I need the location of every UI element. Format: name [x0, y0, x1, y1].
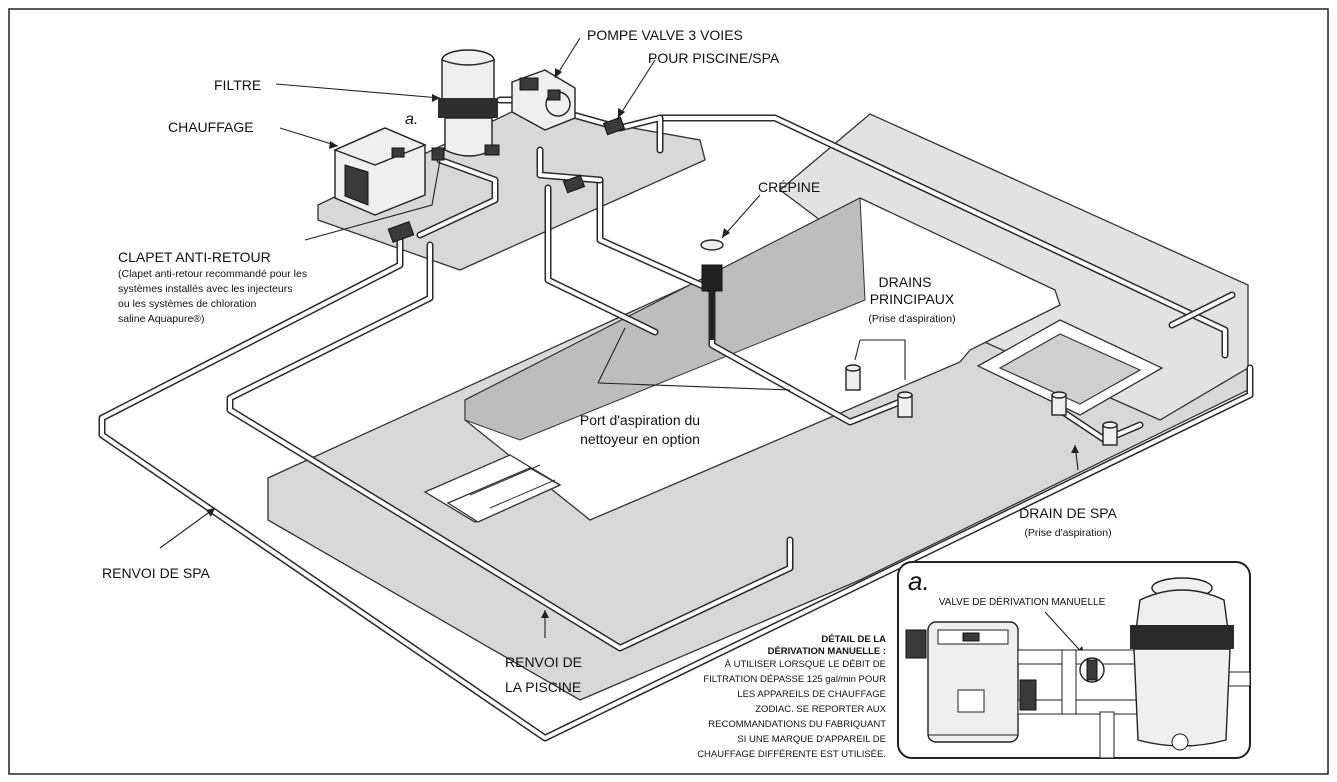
label-chauffage: CHAUFFAGE	[168, 119, 254, 135]
label-crepine: CRÉPINE	[758, 179, 820, 195]
detail-line-6: SI UNE MARQUE D'APPAREIL DE	[737, 734, 886, 745]
filter	[438, 49, 500, 157]
detail-pipes	[1017, 649, 1251, 759]
detail-title-2: DÉRIVATION MANUELLE :	[768, 646, 886, 657]
label-clapet-title: CLAPET ANTI-RETOUR	[118, 249, 271, 265]
callout-pompe: POMPE VALVE 3 VOIES POUR PISCINE/SPA	[587, 27, 780, 66]
detail-heater	[905, 621, 1019, 743]
pipe-fittings	[387, 116, 626, 243]
label-renvoi-spa: RENVOI DE SPA	[102, 565, 211, 581]
label-filtre: FILTRE	[214, 77, 261, 93]
callout-drain-spa: DRAIN DE SPA (Prise d'aspiration)	[1019, 505, 1117, 539]
detail-line-3: LES APPAREILS DE CHAUFFAGE	[737, 689, 886, 700]
detail-line-5: RECOMMANDATIONS DU FABRIQUANT	[708, 719, 886, 730]
label-pompe-line2: POUR PISCINE/SPA	[648, 50, 780, 66]
detail-line-2: FILTRATION DÉPASSE 125 gal/min POUR	[703, 674, 886, 685]
label-drain-spa-2: (Prise d'aspiration)	[1024, 527, 1111, 539]
detail-valve-label: VALVE DE DÉRIVATION MANUELLE	[939, 595, 1106, 608]
leader-lines	[159, 37, 1079, 638]
label-drains-2: PRINCIPAUX	[870, 291, 955, 307]
pool-wall-shade	[464, 197, 866, 441]
label-drain-spa-1: DRAIN DE SPA	[1019, 505, 1117, 521]
heater	[333, 127, 427, 216]
spa-drains	[1051, 391, 1118, 446]
label-renvoi-piscine-1: RENVOI DE	[505, 654, 582, 670]
detail-inset: a. VALVE DE DÉRIVATION MANUELLE	[897, 561, 1251, 759]
callout-drains: DRAINS PRINCIPAUX (Prise d'aspiration)	[868, 274, 955, 325]
label-clapet-note-4: saline Aquapure®)	[118, 313, 205, 325]
pump	[511, 69, 576, 131]
skimmer	[700, 239, 724, 340]
callout-port: Port d'aspiration du nettoyeur en option	[580, 412, 700, 447]
detail-line-1: À UTILISER LORSQUE LE DÉBIT DE	[725, 659, 886, 670]
detail-line-7: CHAUFFAGE DIFFÉRENTE EST UTILISÉE.	[697, 749, 886, 760]
diagram-frame	[8, 8, 1329, 775]
callout-clapet: CLAPET ANTI-RETOUR (Clapet anti-retour r…	[118, 249, 307, 325]
detail-line-4: ZODIAC. SE REPORTER AUX	[755, 704, 886, 715]
label-clapet-note-1: (Clapet anti-retour recommandé pour les	[118, 268, 307, 280]
marker-a: a.	[405, 111, 418, 128]
label-port-1: Port d'aspiration du	[580, 412, 700, 428]
label-drains-1: DRAINS	[879, 274, 932, 290]
pool-steps	[423, 454, 562, 523]
detail-bypass-valve	[1079, 657, 1105, 683]
pool-shell	[464, 197, 1061, 521]
label-clapet-note-3: ou les systèmes de chloration	[118, 298, 256, 310]
label-renvoi-piscine-2: LA PISCINE	[505, 679, 581, 695]
detail-text-block: DÉTAIL DE LA DÉRIVATION MANUELLE : À UTI…	[697, 634, 886, 760]
label-clapet-note-2: systèmes installés avec les injecteurs	[118, 283, 293, 295]
detail-filter	[1130, 577, 1234, 751]
callout-renvoi-piscine: RENVOI DE LA PISCINE	[505, 654, 582, 695]
label-port-2: nettoyeur en option	[580, 431, 700, 447]
label-pompe-line1: POMPE VALVE 3 VOIES	[587, 27, 743, 43]
spa	[976, 319, 1164, 416]
detail-marker: a.	[908, 566, 930, 596]
label-drains-3: (Prise d'aspiration)	[868, 313, 955, 325]
main-drains	[845, 364, 913, 418]
detail-title-1: DÉTAIL DE LA	[821, 634, 886, 645]
